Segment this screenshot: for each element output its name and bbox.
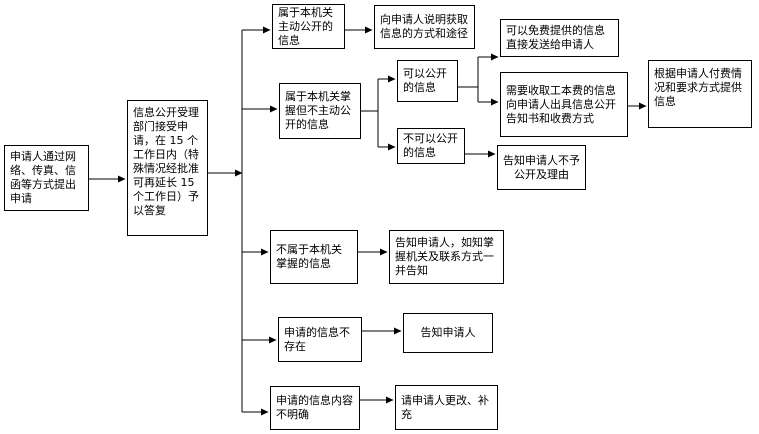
dept-box: 信息公开受理部门接受申请，在 15 个工作日内（特殊情况经批准可再延长 15 个… — [127, 100, 208, 236]
dept-text: 信息公开受理部门接受申请，在 15 个工作日内（特殊情况经批准可再延长 15 个… — [133, 106, 199, 217]
held-not-active-box: 属于本机关掌握但不主动公开的信息 — [279, 83, 361, 139]
fee-notice-text: 需要收取工本费的信息向申请人出具信息公开告知书和收费方式 — [506, 83, 616, 125]
held-not-active-text: 属于本机关掌握但不主动公开的信息 — [285, 90, 351, 131]
active-public-box: 属于本机关主动公开的信息 — [272, 4, 345, 49]
notify-no-public-text: 告知申请人不予公开及理由 — [503, 153, 580, 181]
notify-applicant-text: 告知申请人 — [420, 326, 476, 339]
applicant-text: 申请人通过网络、传真、信函等方式提出申请 — [10, 150, 76, 205]
ask-revise-text: 请申请人更改、补充 — [401, 393, 489, 421]
notify-applicant-box: 告知申请人 — [403, 313, 493, 353]
notify-other-org-box: 告知申请人，如知掌握机关及联系方式一并告知 — [389, 230, 504, 284]
can-public-box: 可以公开的信息 — [397, 60, 458, 102]
active-public-text: 属于本机关主动公开的信息 — [278, 5, 333, 47]
provide-after-fee-text: 根据申请人付费情况和要求方式提供信息 — [654, 67, 742, 108]
explain-method-text: 向申请人说明获取信息的方式和途径 — [380, 13, 468, 40]
can-public-text: 可以公开的信息 — [403, 67, 447, 94]
provide-after-fee-box: 根据申请人付费情况和要求方式提供信息 — [648, 60, 752, 128]
ask-revise-box: 请申请人更改、补充 — [395, 385, 498, 430]
not-exist-text: 申请的信息不存在 — [284, 325, 350, 353]
cannot-public-text: 不可以公开的信息 — [403, 132, 458, 159]
explain-method-box: 向申请人说明获取信息的方式和途径 — [374, 5, 475, 49]
applicant-box: 申请人通过网络、传真、信函等方式提出申请 — [4, 145, 89, 211]
fee-notice-box: 需要收取工本费的信息向申请人出具信息公开告知书和收费方式 — [500, 72, 628, 137]
not-exist-box: 申请的信息不存在 — [278, 317, 362, 362]
free-provide-box: 可以免费提供的信息直接发送给申请人 — [500, 19, 619, 57]
not-held-text: 不属于本机关掌握的信息 — [276, 243, 342, 270]
unclear-box: 申请的信息内容不明确 — [270, 386, 360, 430]
notify-no-public-box: 告知申请人不予公开及理由 — [497, 145, 586, 190]
notify-other-org-text: 告知申请人，如知掌握机关及联系方式一并告知 — [395, 236, 494, 277]
not-held-box: 不属于本机关掌握的信息 — [270, 230, 358, 284]
unclear-text: 申请的信息内容不明确 — [276, 394, 353, 421]
free-provide-text: 可以免费提供的信息直接发送给申请人 — [506, 24, 605, 51]
cannot-public-box: 不可以公开的信息 — [397, 128, 465, 164]
